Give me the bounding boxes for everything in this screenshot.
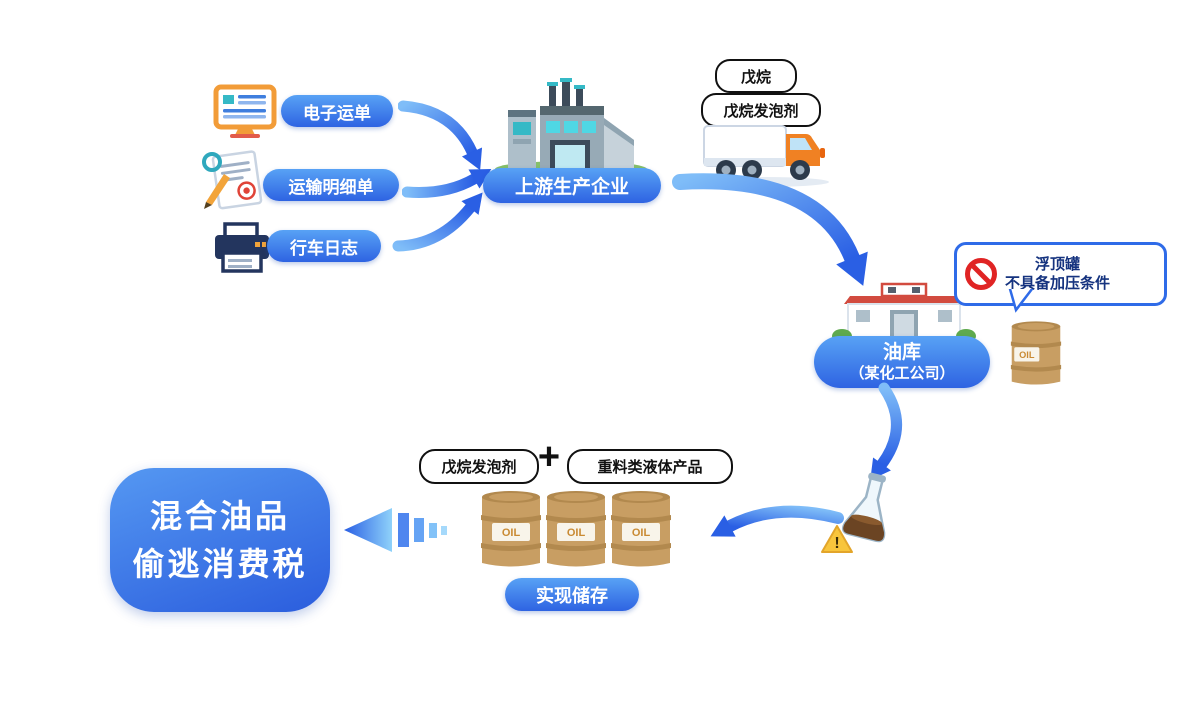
warning-mark: ! [834, 535, 839, 552]
factory-label-text: 上游生产企业 [514, 177, 629, 198]
flow-arrow-to-barrels [710, 505, 844, 537]
depot-label-line2: （某化工公司） [849, 364, 955, 382]
oil-label: OIL [502, 527, 521, 539]
bubble-line2: 不具备加压条件 [1005, 275, 1111, 292]
factory-illustration [495, 78, 647, 177]
factory-label: 上游生产企业 [483, 168, 661, 203]
doc-label-text: 行车日志 [290, 238, 358, 258]
oil-label: OIL [567, 527, 586, 539]
flask-icon [841, 472, 887, 543]
warning-icon: ! [821, 525, 853, 553]
clipboard-pen-icon [202, 150, 263, 210]
storage-label-text: 实现储存 [536, 585, 608, 606]
prohibition-icon [965, 258, 997, 290]
tag-pentane-text: 戊烷 [740, 68, 771, 86]
doc-label-driving-log: 行车日志 [267, 230, 381, 262]
depot-label-line1: 油库 [882, 341, 921, 363]
bubble-text: 浮顶罐 不具备加压条件 [1005, 255, 1110, 294]
flow-arrow-doc3 [392, 192, 483, 252]
tag-pentane-foaming-agent-text: 戊烷发泡剂 [723, 102, 799, 120]
flow-arrow-doc1 [398, 100, 483, 171]
mix-tag-foaming-agent: 戊烷发泡剂 [419, 449, 539, 484]
oil-label: OIL [1019, 350, 1035, 360]
tag-pentane: 戊烷 [715, 59, 797, 93]
depot-label: 油库 （某化工公司） [814, 336, 990, 388]
result-line2: 偷逃消费税 [132, 546, 308, 582]
oil-barrel-depot: OIL [1010, 321, 1062, 385]
no-pressure-bubble: 浮顶罐 不具备加压条件 [954, 242, 1167, 306]
chevron-arrow [344, 508, 447, 552]
storage-label: 实现储存 [505, 578, 639, 611]
plus-sign: + [537, 436, 561, 478]
oil-barrel-1: OIL [481, 491, 541, 567]
mix-tag-right-text: 重料类液体产品 [597, 459, 703, 476]
oil-barrel-2: OIL [546, 491, 606, 567]
flow-arrow-to-depot [672, 173, 868, 286]
doc-label-transport-detail: 运输明细单 [263, 169, 399, 201]
bubble-tail [1008, 289, 1034, 313]
mix-tag-left-text: 戊烷发泡剂 [441, 459, 517, 476]
printer-icon [215, 222, 269, 273]
oil-label: OIL [632, 527, 651, 539]
tag-pentane-foaming-agent: 戊烷发泡剂 [701, 93, 821, 127]
doc-label-text: 电子运单 [303, 103, 371, 123]
result-box: 混合油品 偷逃消费税 [110, 468, 330, 612]
bubble-line1: 浮顶罐 [1035, 255, 1081, 273]
oil-barrel-3: OIL [611, 491, 671, 567]
doc-label-ewaybill: 电子运单 [281, 95, 393, 127]
mix-tag-heavy-liquid: 重料类液体产品 [567, 449, 733, 484]
monitor-document-icon [213, 84, 277, 138]
doc-label-text: 运输明细单 [288, 177, 374, 197]
result-line1: 混合油品 [149, 498, 290, 534]
